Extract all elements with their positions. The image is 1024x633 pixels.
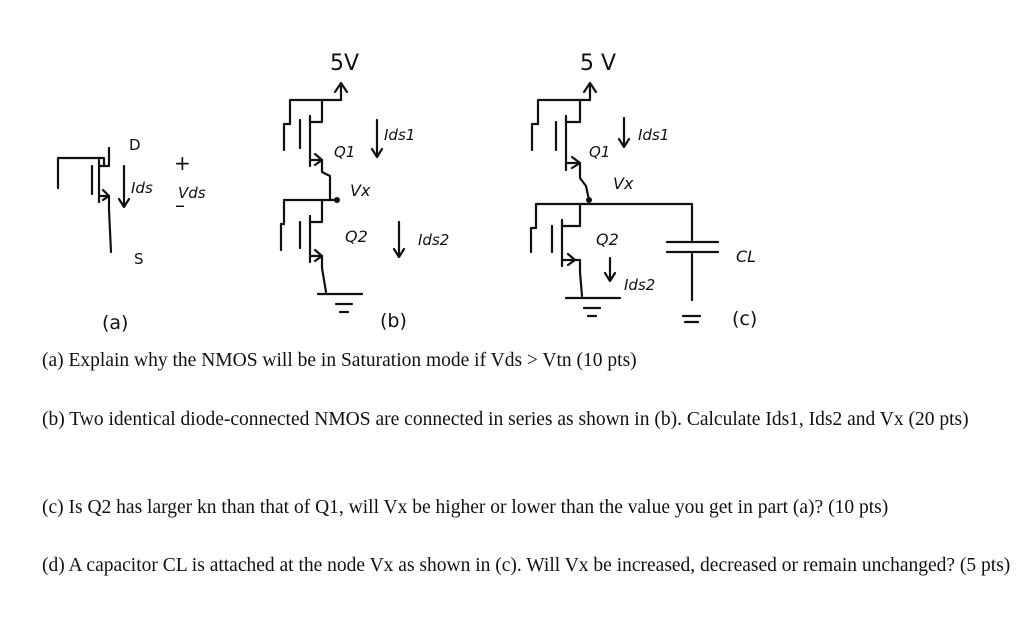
q2-label-c: Q2 (596, 230, 619, 249)
q2-label-b: Q2 (345, 227, 368, 246)
vx-label-c: Vx (613, 174, 634, 193)
question-a: (a) Explain why the NMOS will be in Satu… (42, 350, 637, 371)
question-d: (d) A capacitor CL is attached at the no… (42, 555, 1011, 576)
supply-label-b: 5V (330, 51, 359, 76)
ids1-label-c: Ids1 (638, 126, 669, 144)
ids2-label-b: Ids2 (418, 231, 449, 249)
plus-sign: + (174, 151, 191, 175)
ids-label: Ids (131, 179, 153, 197)
q1-label-c: Q1 (589, 143, 610, 161)
drain-label: D (129, 136, 141, 154)
q1-label-b: Q1 (334, 143, 355, 161)
circuit-a: D Ids + Vds – S (a) (56, 136, 206, 334)
source-label: S (134, 250, 144, 268)
vds-label: Vds (178, 184, 206, 202)
question-b: (b) Two identical diode-connected NMOS a… (42, 409, 969, 430)
vx-node-c (586, 197, 592, 203)
circuit-c: 5 V Q1 Ids1 Vx CL Q2 (529, 51, 757, 330)
minus-sign: – (175, 193, 185, 217)
circuit-diagram: D Ids + Vds – S (a) 5V Q1 Ids1 Vx Q2 (56, 51, 757, 334)
ids2-label-c: Ids2 (624, 276, 655, 294)
caption-b: (b) (380, 310, 407, 332)
cl-label: CL (736, 247, 756, 266)
question-c: (c) Is Q2 has larger kn than that of Q1,… (42, 497, 889, 518)
ids1-label-b: Ids1 (384, 126, 415, 144)
caption-c: (c) (732, 308, 757, 330)
supply-label-c: 5 V (580, 51, 616, 76)
caption-a: (a) (102, 312, 128, 334)
circuit-b: 5V Q1 Ids1 Vx Q2 Ids2 (b) (279, 51, 449, 332)
vx-label-b: Vx (350, 181, 371, 200)
